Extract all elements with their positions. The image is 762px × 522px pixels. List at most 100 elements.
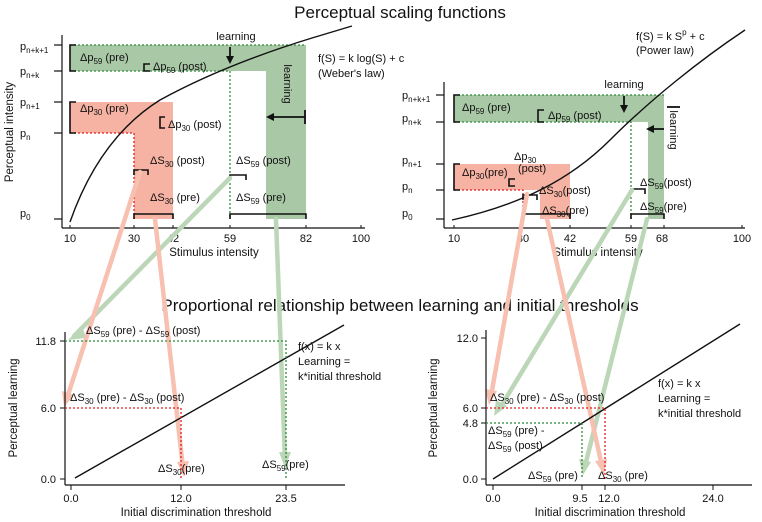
ds59-pre-b: ΔS59(pre) bbox=[640, 201, 687, 215]
dp59-pre-a: Δp59 (pre) bbox=[80, 52, 129, 66]
panel-c: 11.8 6.0 0.0 0.0 12.0 23.5 Initial discr… bbox=[8, 324, 381, 519]
dp59-post-a: Δp59 (post) bbox=[153, 61, 207, 75]
ds30-post-b: ΔS30(post) bbox=[539, 185, 591, 199]
panel-a: 10 30 42 59 82 100 Stimulus intensity Pe… bbox=[4, 25, 405, 259]
dp30-pre-b: Δp30(pre) bbox=[462, 167, 508, 181]
dp30-post-b: (post) bbox=[518, 163, 546, 175]
ticks-c bbox=[60, 340, 287, 490]
y-tick-d-3: 0.0 bbox=[463, 474, 478, 486]
x-tick-c-1: 12.0 bbox=[170, 493, 191, 505]
dp30-pre-a: Δp30 (pre) bbox=[80, 103, 129, 117]
panel-d: 12.0 6.0 4.8 0.0 0.0 9.5 12.0 24.0 Initi… bbox=[428, 323, 752, 519]
learning-label-b: learning bbox=[604, 79, 643, 91]
x-tick-a-1: 30 bbox=[128, 233, 140, 245]
ticks-d bbox=[481, 337, 714, 490]
x-tick-a-0: 10 bbox=[64, 233, 76, 245]
dp30-post-a: Δp30 (post) bbox=[168, 119, 222, 133]
y-label-pnk1-a: pn+k+1 bbox=[20, 41, 49, 55]
y-label-pn1-b: pn+1 bbox=[402, 155, 422, 169]
y-label-d: Perceptual learning bbox=[428, 358, 440, 457]
x-tick-b-4: 68 bbox=[656, 233, 668, 245]
x-tick-b-0: 10 bbox=[448, 233, 460, 245]
y-label-p0-a: p0 bbox=[20, 208, 31, 222]
x-tick-b-3: 59 bbox=[625, 233, 637, 245]
ds30-pre-b: ΔS30(pre) bbox=[542, 205, 589, 219]
ds30-post-a: ΔS30 (post) bbox=[150, 155, 205, 169]
x-label-d: Initial discrimination threshold bbox=[535, 507, 686, 519]
ds59-post-b: ΔS59(post) bbox=[640, 177, 692, 191]
x-tick-c-2: 23.5 bbox=[275, 493, 296, 505]
formula-b: f(S) = k Sp + c bbox=[636, 28, 705, 43]
formula-d: f(x) = k x bbox=[658, 378, 701, 390]
brackets-b bbox=[453, 94, 665, 219]
ds59-diff-c: ΔS59 (pre) - ΔS59 (post) bbox=[86, 325, 200, 339]
x-label-a: Stimulus intensity bbox=[169, 247, 259, 259]
x-tick-b-2: 42 bbox=[564, 233, 576, 245]
y-label-pn1-a: pn+1 bbox=[20, 97, 40, 111]
learning-eq2-d: k*initial threshold bbox=[658, 408, 741, 420]
learning-vertical-label-a: learning bbox=[281, 64, 293, 103]
y-ticks-a bbox=[54, 44, 62, 220]
y-tick-c-2: 0.0 bbox=[41, 474, 56, 486]
learning-eq2-c: k*initial threshold bbox=[298, 371, 381, 383]
y-label-pn-a: pn bbox=[20, 128, 31, 142]
ds59-diff2-d: ΔS59 (post) bbox=[488, 440, 543, 454]
y-tick-c-1: 6.0 bbox=[41, 403, 56, 415]
ds59-post-a: ΔS59 (post) bbox=[236, 155, 291, 169]
ds30-pre-c: ΔS30(pre) bbox=[158, 463, 205, 477]
y-tick-d-1: 6.0 bbox=[463, 403, 478, 415]
connector-arrows bbox=[62, 169, 650, 477]
ds59-pre-d: ΔS59 (pre) bbox=[528, 470, 578, 484]
dp59-pre-b: Δp59 (pre) bbox=[462, 102, 511, 116]
y-label-p0-b: p0 bbox=[402, 208, 413, 222]
y-tick-d-2: 4.8 bbox=[463, 418, 478, 430]
panel-b: 10 30 42 59 68 100 Stimulus intensity pn… bbox=[402, 28, 751, 259]
law-a: (Weber's law) bbox=[318, 68, 385, 80]
ds59-pre-c: ΔS59(pre) bbox=[262, 459, 309, 473]
ds59-diff1-d: ΔS59 (pre) - bbox=[488, 425, 545, 439]
y-ticks-b bbox=[436, 94, 444, 220]
y-label-pnk-b: pn+k bbox=[402, 113, 422, 127]
x-tick-a-5: 100 bbox=[352, 233, 370, 245]
power-curve-b bbox=[451, 29, 746, 221]
y-tick-d-0: 12.0 bbox=[457, 333, 478, 345]
x-tick-a-4: 82 bbox=[300, 233, 312, 245]
line-d bbox=[492, 323, 741, 480]
ds30-pre-a: ΔS30 (pre) bbox=[150, 192, 200, 206]
x-tick-b-5: 100 bbox=[733, 233, 751, 245]
y-label-pn-b: pn bbox=[402, 181, 413, 195]
ds59-pre-a: ΔS59 (pre) bbox=[236, 192, 286, 206]
formula-a: f(S) = k log(S) + c bbox=[318, 53, 405, 65]
band-green-horizontal-b bbox=[454, 95, 664, 122]
x-ticks-a bbox=[69, 225, 362, 228]
x-tick-d-2: 12.0 bbox=[598, 493, 619, 505]
x-tick-d-3: 24.0 bbox=[702, 493, 723, 505]
band-salmon-vertical-b bbox=[540, 164, 570, 219]
band-green-vertical bbox=[266, 45, 306, 219]
y-label-pnk1-b: pn+k+1 bbox=[402, 90, 431, 104]
learning-eq-c: Learning = bbox=[298, 356, 350, 368]
line-c bbox=[74, 324, 345, 479]
x-tick-c-0: 0.0 bbox=[63, 493, 78, 505]
x-tick-d-0: 0.0 bbox=[485, 493, 500, 505]
guides-d bbox=[486, 407, 606, 479]
learning-eq-d: Learning = bbox=[658, 393, 710, 405]
learning-vertical-label-b: learning bbox=[667, 110, 679, 149]
law-b: (Power law) bbox=[636, 45, 694, 57]
title-top: Perceptual scaling functions bbox=[294, 3, 506, 22]
x-label-b: Stimulus intensity bbox=[553, 247, 643, 259]
ds30-diff-d: ΔS30 (pre) - ΔS30 (post) bbox=[490, 392, 604, 406]
formula-c: f(x) = k x bbox=[298, 341, 341, 353]
guides-c bbox=[65, 340, 287, 479]
y-label-a: Perceptual intensity bbox=[4, 82, 16, 183]
dp30-top-b: Δp30 bbox=[514, 151, 537, 165]
x-tick-d-1: 9.5 bbox=[572, 493, 587, 505]
x-tick-a-3: 59 bbox=[224, 233, 236, 245]
dp59-post-b: Δp59 (post) bbox=[548, 110, 602, 124]
x-label-c: Initial discrimination threshold bbox=[121, 507, 272, 519]
y-tick-c-0: 11.8 bbox=[35, 336, 56, 348]
learning-label-a: learning bbox=[216, 31, 255, 43]
log-curve-a bbox=[69, 25, 353, 223]
ds30-diff-c: ΔS30 (pre) - ΔS30 (post) bbox=[70, 392, 184, 406]
